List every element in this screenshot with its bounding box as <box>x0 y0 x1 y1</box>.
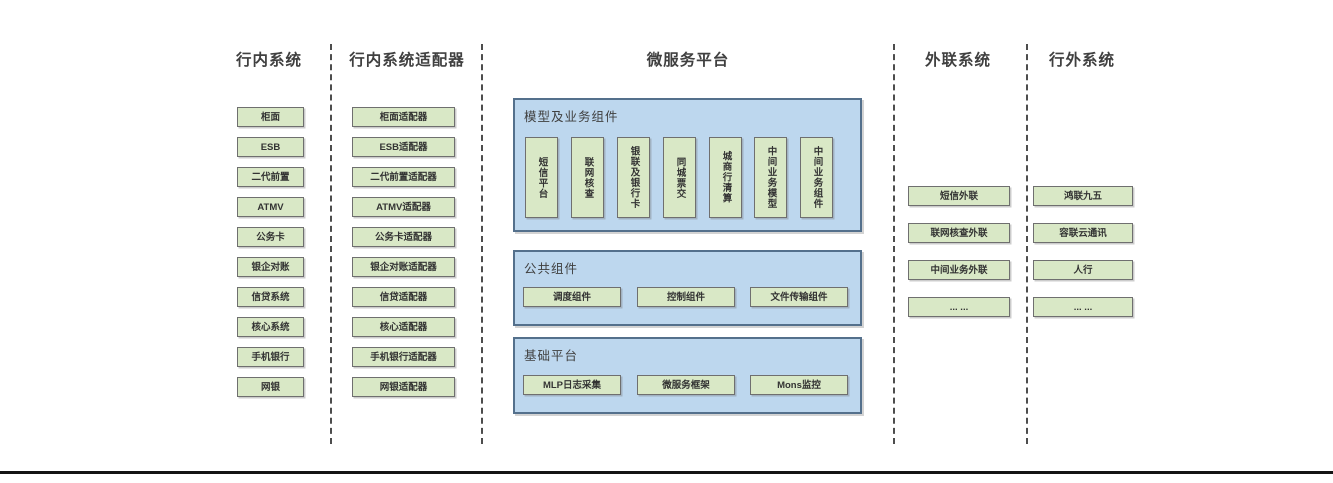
component-box-vertical: 联网核查 <box>571 137 604 218</box>
external-link-box: 中间业务外联 <box>908 260 1010 280</box>
column-header-internal-adapters: 行内系统适配器 <box>349 52 465 69</box>
column-header-microservice-platform: 微服务平台 <box>646 52 730 69</box>
system-box: 手机银行 <box>237 347 304 367</box>
column-separator-4 <box>1026 44 1028 444</box>
column-header-outside-systems: 行外系统 <box>1048 52 1115 69</box>
external-link-box: ... ... <box>908 297 1010 317</box>
panel-label: 基础平台 <box>524 349 579 363</box>
component-box: 文件传输组件 <box>750 287 848 307</box>
adapter-box: 信贷适配器 <box>352 287 455 307</box>
adapter-box: ESB适配器 <box>352 137 455 157</box>
component-box: 微服务框架 <box>637 375 735 395</box>
system-box: 公务卡 <box>237 227 304 247</box>
adapter-box: 手机银行适配器 <box>352 347 455 367</box>
system-box: 二代前置 <box>237 167 304 187</box>
outside-system-box: 鸿联九五 <box>1033 186 1133 206</box>
component-box-vertical: 城商行清算 <box>709 137 742 218</box>
component-box: 调度组件 <box>523 287 621 307</box>
adapter-box: 二代前置适配器 <box>352 167 455 187</box>
component-box: MLP日志采集 <box>523 375 621 395</box>
component-box: 控制组件 <box>637 287 735 307</box>
external-link-box: 联网核查外联 <box>908 223 1010 243</box>
panel-label: 模型及业务组件 <box>524 110 619 124</box>
component-box-vertical: 中间业务模型 <box>754 137 787 218</box>
adapter-box: 柜面适配器 <box>352 107 455 127</box>
adapter-box: 网银适配器 <box>352 377 455 397</box>
outside-system-box: 人行 <box>1033 260 1133 280</box>
component-box-vertical: 中间业务组件 <box>800 137 833 218</box>
component-box: Mons监控 <box>750 375 848 395</box>
column-header-external-link-systems: 外联系统 <box>924 52 991 69</box>
column-separator-1 <box>330 44 332 444</box>
component-box-vertical: 同城票交 <box>663 137 696 218</box>
system-box: 柜面 <box>237 107 304 127</box>
system-box: ESB <box>237 137 304 157</box>
system-box: 信贷系统 <box>237 287 304 307</box>
external-link-box: 短信外联 <box>908 186 1010 206</box>
system-box: 银企对账 <box>237 257 304 277</box>
system-box: 核心系统 <box>237 317 304 337</box>
component-box-vertical: 短信平台 <box>525 137 558 218</box>
adapter-box: 公务卡适配器 <box>352 227 455 247</box>
adapter-box: 银企对账适配器 <box>352 257 455 277</box>
component-box-vertical: 银联及银行卡 <box>617 137 650 218</box>
column-separator-3 <box>893 44 895 444</box>
system-box: ATMV <box>237 197 304 217</box>
outside-system-box: ... ... <box>1033 297 1133 317</box>
panel-label: 公共组件 <box>524 262 579 276</box>
system-box: 网银 <box>237 377 304 397</box>
adapter-box: 核心适配器 <box>352 317 455 337</box>
column-header-internal-systems: 行内系统 <box>235 52 302 69</box>
adapter-box: ATMV适配器 <box>352 197 455 217</box>
column-separator-2 <box>481 44 483 444</box>
bottom-rule-line <box>0 471 1333 474</box>
outside-system-box: 容联云通讯 <box>1033 223 1133 243</box>
